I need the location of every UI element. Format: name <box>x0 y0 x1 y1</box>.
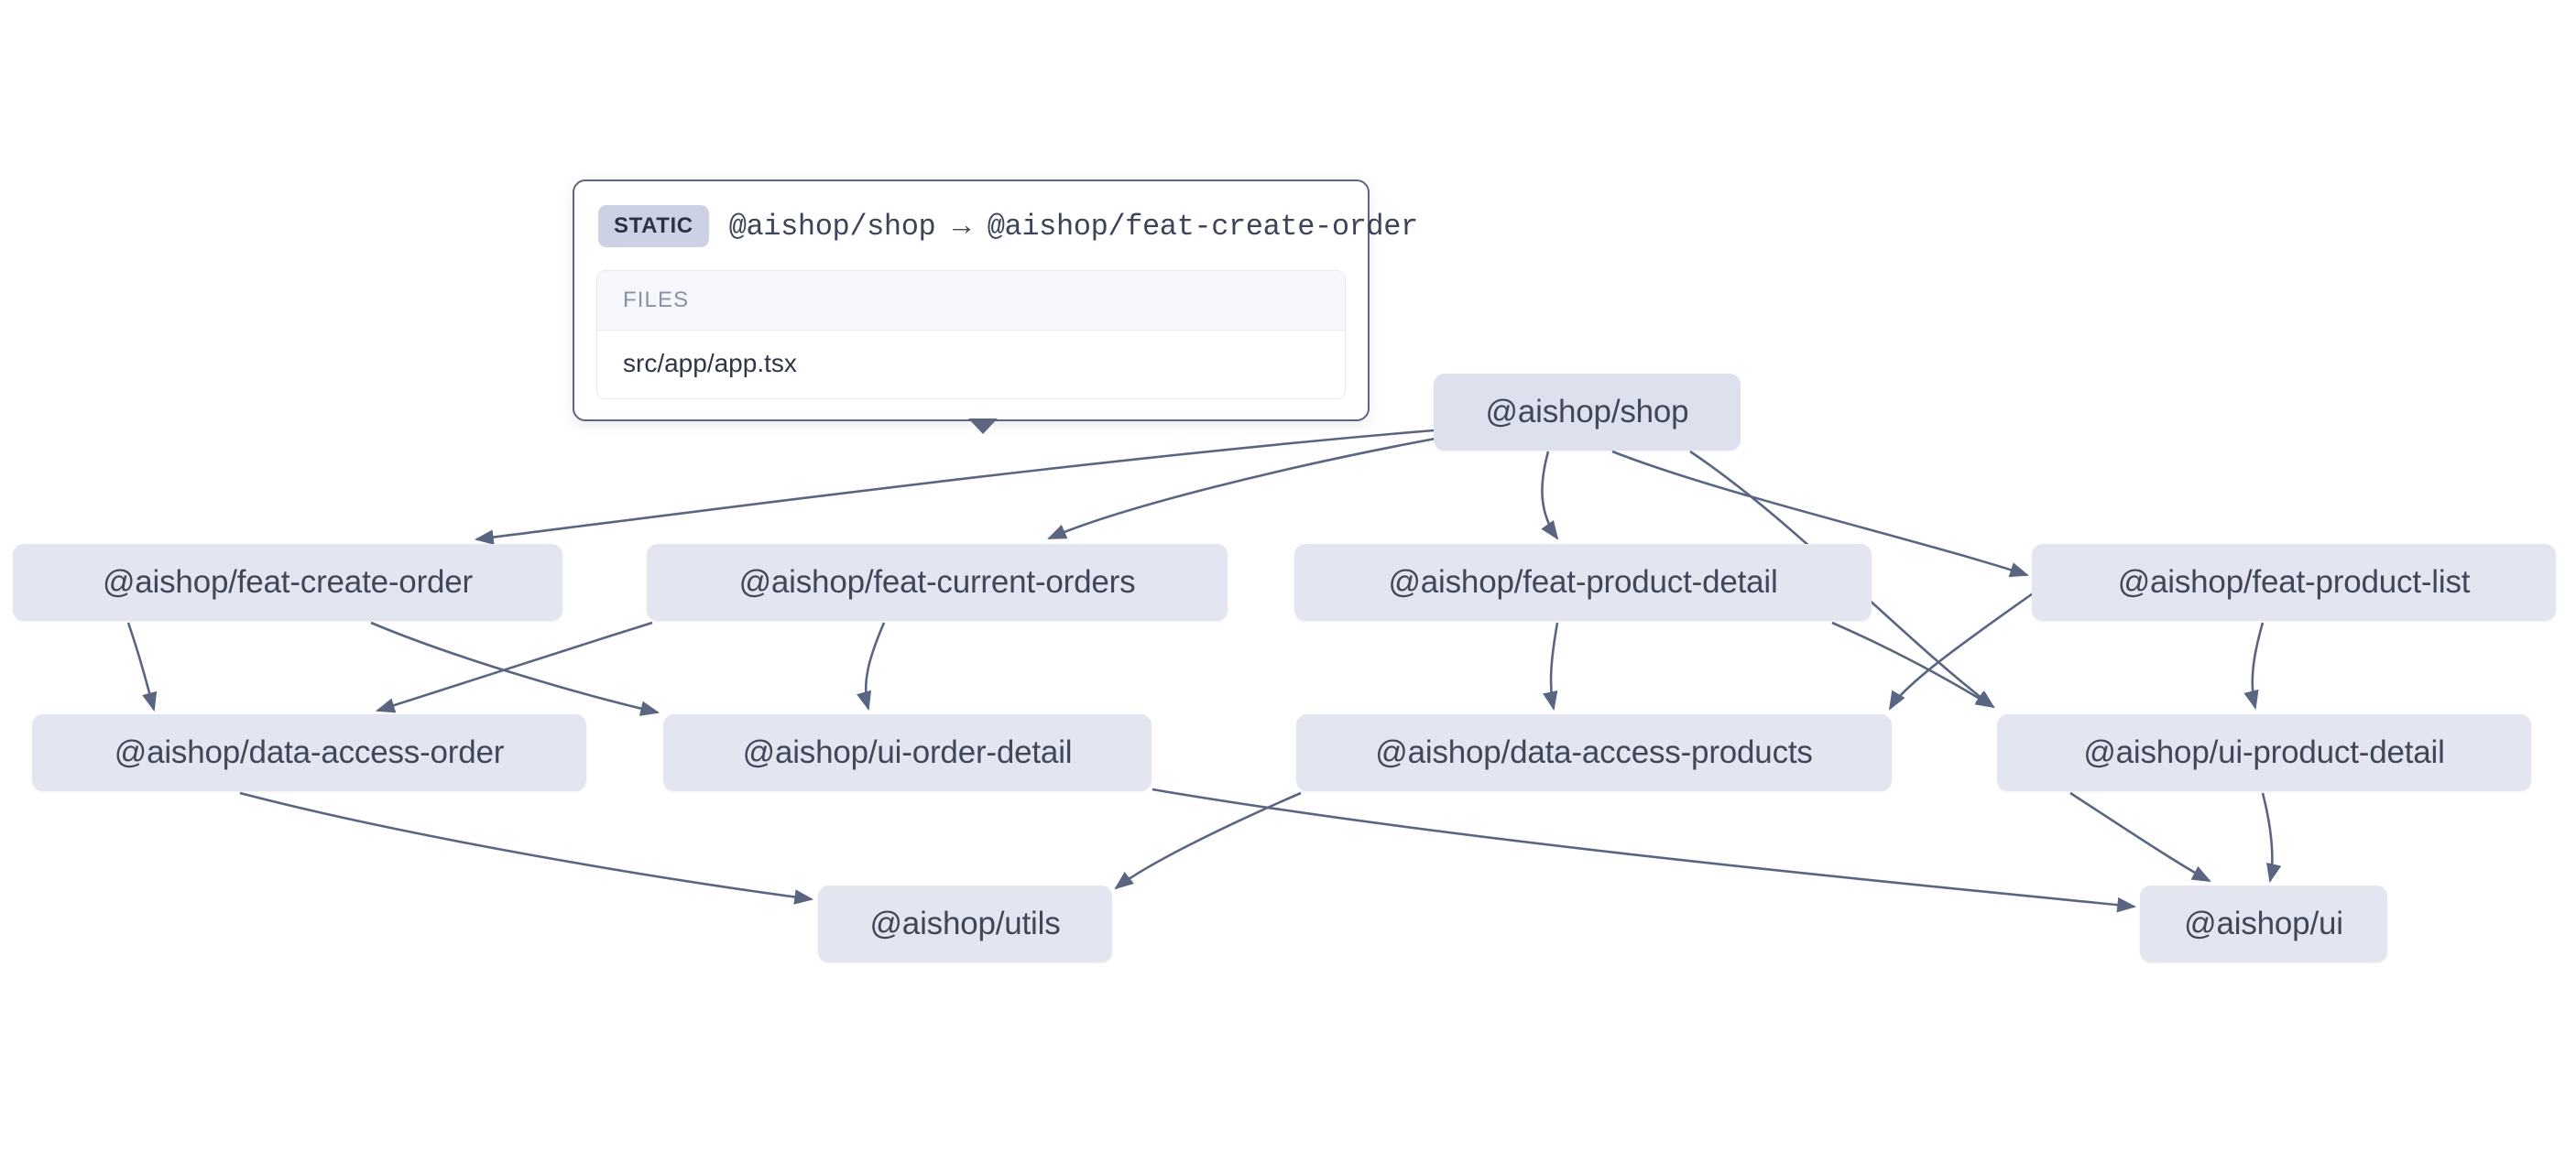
graph-edge-feat-current-orders-to-ui-order-detail[interactable] <box>857 622 886 712</box>
graph-edge-shop-to-feat-create-order[interactable] <box>474 429 1435 545</box>
dependency-type-badge: STATIC <box>598 205 709 247</box>
graph-edge-ui-product-detail-to-ui[interactable] <box>2069 791 2211 883</box>
files-section-header: FILES <box>597 271 1345 331</box>
graph-edge-shop-to-feat-product-detail[interactable] <box>1541 451 1559 540</box>
graph-node-ui-product-detail[interactable]: @aishop/ui-product-detail <box>1997 714 2531 791</box>
tooltip-header: STATIC @aishop/shop → @aishop/feat-creat… <box>596 201 1418 247</box>
graph-edge-feat-current-orders-to-data-access-order[interactable] <box>376 621 653 713</box>
graph-node-data-access-products[interactable]: @aishop/data-access-products <box>1296 714 1892 791</box>
tooltip-pointer-icon <box>968 418 998 434</box>
graph-node-feat-product-detail[interactable]: @aishop/feat-product-detail <box>1294 544 1872 621</box>
graph-node-feat-create-order[interactable]: @aishop/feat-create-order <box>13 544 562 621</box>
graph-edge-data-access-order-to-utils[interactable] <box>239 791 814 905</box>
graph-edge-feat-product-list-to-ui-product-detail[interactable] <box>2243 622 2265 711</box>
graph-edge-feat-product-detail-to-data-access-products[interactable] <box>1543 622 1559 712</box>
tooltip-files-section: FILES src/app/app.tsx <box>596 270 1346 399</box>
graph-node-feat-current-orders[interactable]: @aishop/feat-current-orders <box>647 544 1228 621</box>
graph-edge-feat-create-order-to-ui-order-detail[interactable] <box>370 621 660 716</box>
graph-edge-ui-product-detail-to-ui[interactable] <box>2261 792 2282 884</box>
tooltip-title: @aishop/shop → @aishop/feat-create-order <box>728 209 1419 244</box>
graph-node-ui-order-detail[interactable]: @aishop/ui-order-detail <box>663 714 1152 791</box>
file-list-item[interactable]: src/app/app.tsx <box>597 331 1345 398</box>
graph-edge-feat-product-list-to-data-access-products[interactable] <box>1888 590 2036 711</box>
graph-edges <box>126 429 2282 913</box>
graph-node-utils[interactable]: @aishop/utils <box>818 886 1112 962</box>
graph-edge-ui-order-detail-to-ui[interactable] <box>1152 788 2137 913</box>
graph-node-shop[interactable]: @aishop/shop <box>1434 374 1741 451</box>
graph-edge-feat-product-detail-to-ui-product-detail[interactable] <box>1831 621 1995 709</box>
graph-node-data-access-order[interactable]: @aishop/data-access-order <box>32 714 586 791</box>
edge-detail-tooltip[interactable]: STATIC @aishop/shop → @aishop/feat-creat… <box>573 179 1418 434</box>
graph-node-ui[interactable]: @aishop/ui <box>2140 886 2387 962</box>
graph-edge-data-access-products-to-utils[interactable] <box>1114 791 1302 890</box>
graph-edge-shop-to-feat-current-orders[interactable] <box>1047 436 1441 540</box>
graph-node-feat-product-list[interactable]: @aishop/feat-product-list <box>2032 544 2556 621</box>
graph-edge-feat-create-order-to-data-access-order[interactable] <box>126 622 158 712</box>
